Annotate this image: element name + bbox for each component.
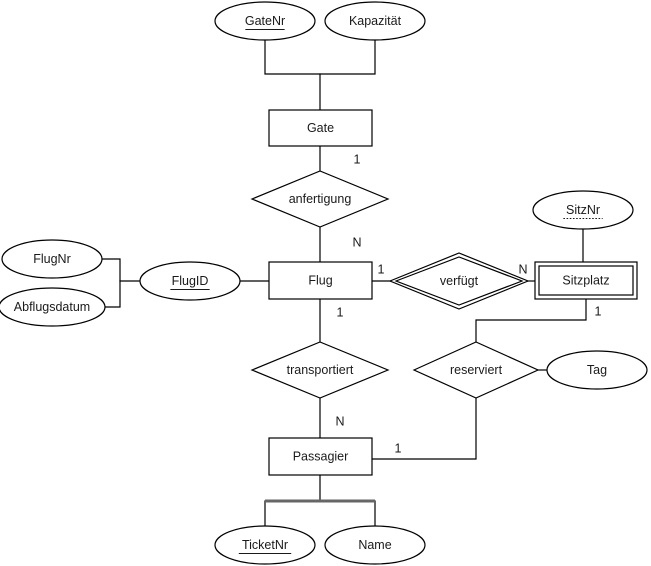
entity-sitzplatz[interactable]: Sitzplatz (534, 261, 638, 300)
entity-outline (534, 261, 638, 300)
entity-label: Gate (307, 121, 334, 135)
relationship-layer: anfertigung verfügt transportiert reservier… (250, 170, 540, 399)
relationship-label: transportiert (287, 363, 354, 377)
connector-c-gatenr-bar (264, 39, 376, 75)
attribute-gatenr[interactable]: GateNr (214, 1, 316, 41)
identifying-inner-diamond (394, 256, 524, 306)
entity-passagier[interactable]: Passagier (268, 437, 373, 476)
entity-label: Flug (308, 273, 332, 287)
cardinality-card-flug-verfuegt: 1 (378, 262, 385, 276)
relationship-verfuegt[interactable]: verfügt (388, 252, 530, 310)
relationship-outline (412, 341, 540, 399)
attribute-outline (139, 261, 241, 301)
connector-c-reserviert-pass (371, 397, 477, 460)
attribute-label: GateNr (245, 14, 285, 28)
attribute-tag[interactable]: Tag (546, 350, 648, 390)
connection-layer (101, 39, 587, 527)
relationship-transportiert[interactable]: transportiert (250, 341, 390, 399)
attribute-name[interactable]: Name (324, 525, 426, 565)
cardinality-card-sitzplatz-reserviert: 1 (595, 304, 602, 318)
entity-label: Passagier (293, 449, 349, 463)
entity-outline (268, 437, 373, 476)
weak-entity-inner-rect (538, 265, 634, 296)
cardinality-card-flug-transportiert: 1 (337, 305, 344, 319)
attribute-flugnr[interactable]: FlugNr (1, 239, 103, 279)
relationship-outline (388, 252, 530, 310)
relationship-label: reserviert (450, 363, 503, 377)
relationship-anfertigung[interactable]: anfertigung (250, 170, 390, 228)
attribute-ticketnr[interactable]: TicketNr (214, 525, 316, 565)
attribute-outline (214, 525, 316, 565)
relationship-outline (250, 341, 390, 399)
cardinality-card-transportiert-pass: N (335, 414, 344, 428)
attribute-outline (532, 190, 634, 230)
attribute-label: SitzNr (566, 203, 600, 217)
attribute-label: Name (358, 538, 391, 552)
relationship-reserviert[interactable]: reserviert (412, 341, 540, 399)
entity-gate[interactable]: Gate (268, 109, 373, 147)
relationship-label: verfügt (440, 274, 479, 288)
relationship-label: anfertigung (289, 192, 352, 206)
attribute-outline (546, 350, 648, 390)
attribute-label: FlugNr (33, 252, 71, 266)
attribute-outline (324, 525, 426, 565)
connector-c-sitzplatz-reserviert (475, 298, 587, 343)
attribute-label: Tag (587, 363, 607, 377)
attribute-outline (0, 287, 106, 327)
attribute-label: Abflugsdatum (14, 300, 90, 314)
connector-c-flugnr-bracket (101, 258, 121, 308)
attribute-label: TicketNr (242, 538, 288, 552)
attribute-kapazitaet[interactable]: Kapazität (324, 1, 426, 41)
relationship-outline (250, 170, 390, 228)
cardinality-card-passagier-reserviert: 1 (395, 441, 402, 455)
cardinality-card-anfertigung-flug: N (352, 235, 361, 249)
entity-flug[interactable]: Flug (268, 261, 373, 300)
entity-outline (268, 261, 373, 300)
cardinality-card-gate-anfertigung: 1 (354, 152, 361, 166)
attribute-flugid[interactable]: FlugID (139, 261, 241, 301)
attribute-abflugsdatum[interactable]: Abflugsdatum (0, 287, 106, 327)
attribute-outline (324, 1, 426, 41)
attribute-outline (1, 239, 103, 279)
attribute-label: FlugID (172, 274, 209, 288)
cardinality-card-verfuegt-sitzplatz: N (518, 262, 527, 276)
attribute-outline (214, 1, 316, 41)
entity-label: Sitzplatz (562, 273, 609, 287)
entity-outline (268, 109, 373, 147)
attribute-sitznr[interactable]: SitzNr (532, 190, 634, 230)
attribute-label: Kapazität (349, 14, 402, 28)
